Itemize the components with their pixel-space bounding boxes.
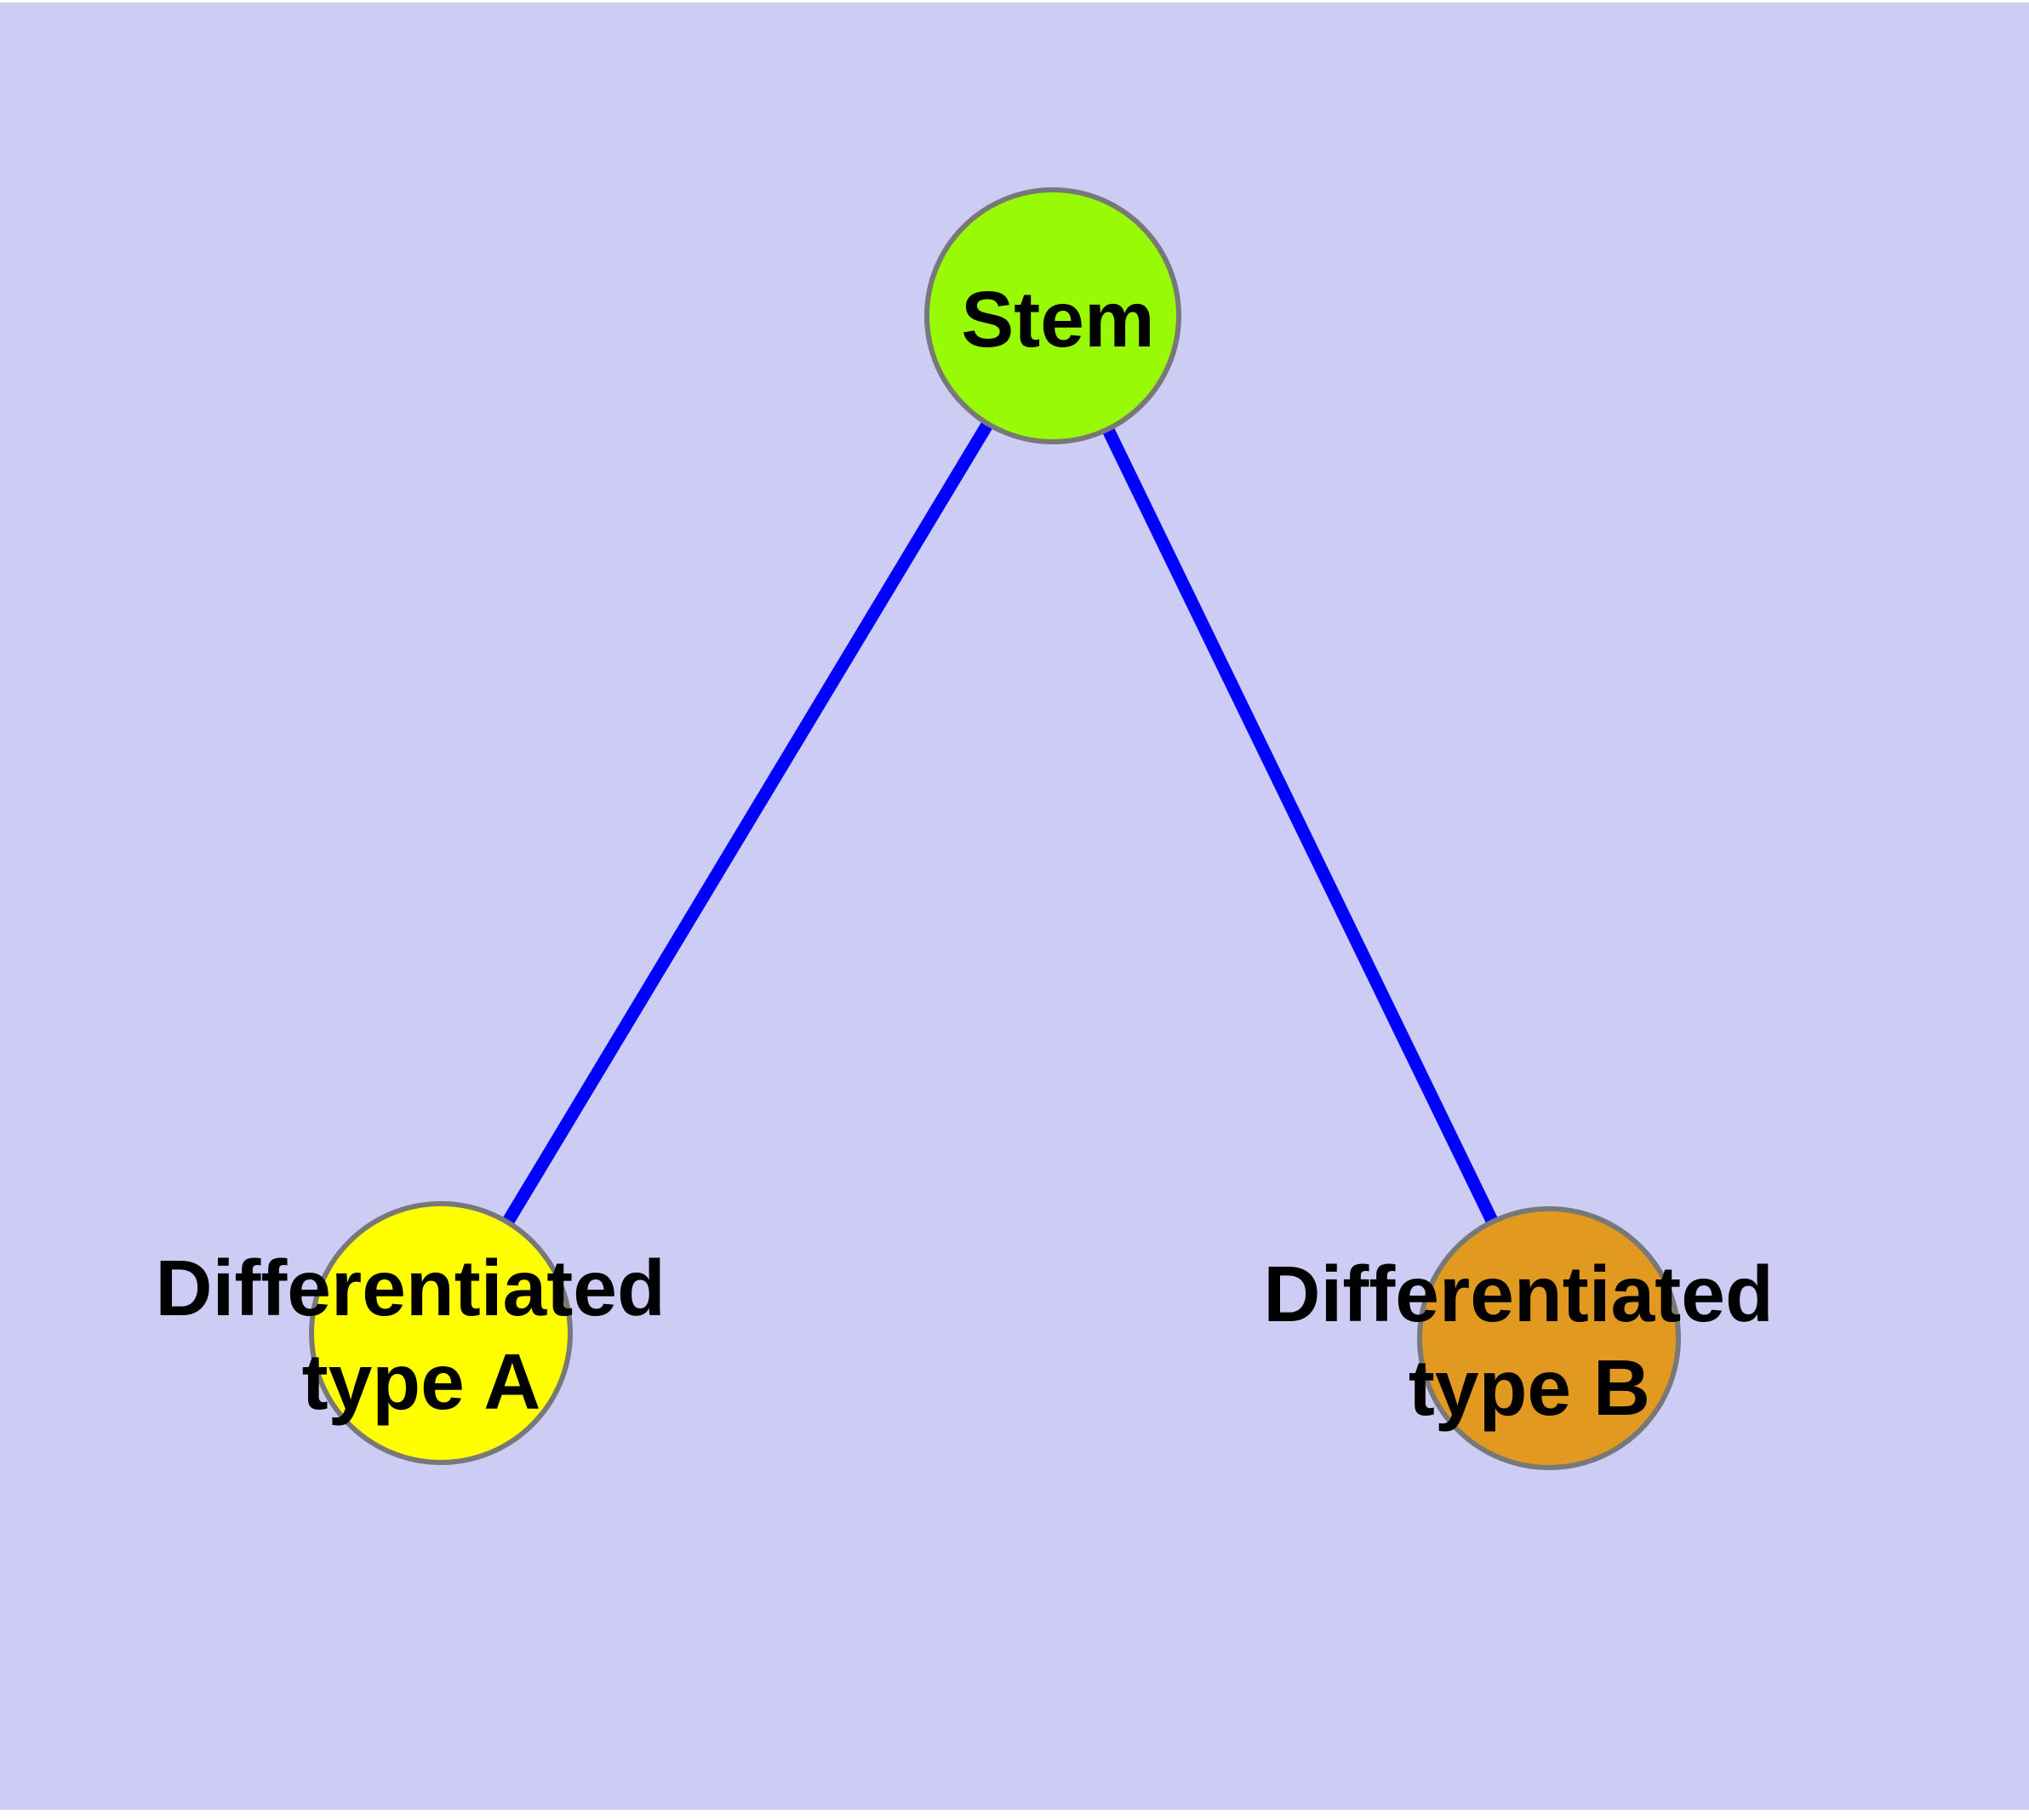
bottom-margin-strip	[0, 1810, 2029, 1820]
edges-layer	[435, 312, 1555, 1342]
type-a-node-label: Differentiated type A	[155, 1244, 687, 1426]
type-b-node-label: Differentiated type B	[1263, 1250, 1795, 1432]
stem-node-circle[interactable]	[924, 187, 1181, 444]
stem-node[interactable]: Stem	[924, 187, 1181, 444]
type-b-node-circle[interactable]	[1417, 1206, 1681, 1470]
type-a-label-line1: Differentiated	[155, 1244, 665, 1332]
differentiated-type-a-node[interactable]: Differentiated type A	[155, 1201, 687, 1465]
edge-stem-to-type-b	[1047, 312, 1555, 1342]
differentiated-type-b-node[interactable]: Differentiated type B	[1263, 1206, 1795, 1470]
stem-node-label: Stem	[961, 275, 1154, 363]
edge-stem-to-type-a	[435, 312, 1059, 1336]
type-a-label-line2: type A	[302, 1337, 541, 1426]
type-a-node-circle[interactable]	[309, 1201, 573, 1465]
top-margin-strip	[0, 0, 2029, 3]
type-b-label-line1: Differentiated	[1263, 1250, 1773, 1338]
type-b-label-line2: type B	[1409, 1343, 1650, 1432]
